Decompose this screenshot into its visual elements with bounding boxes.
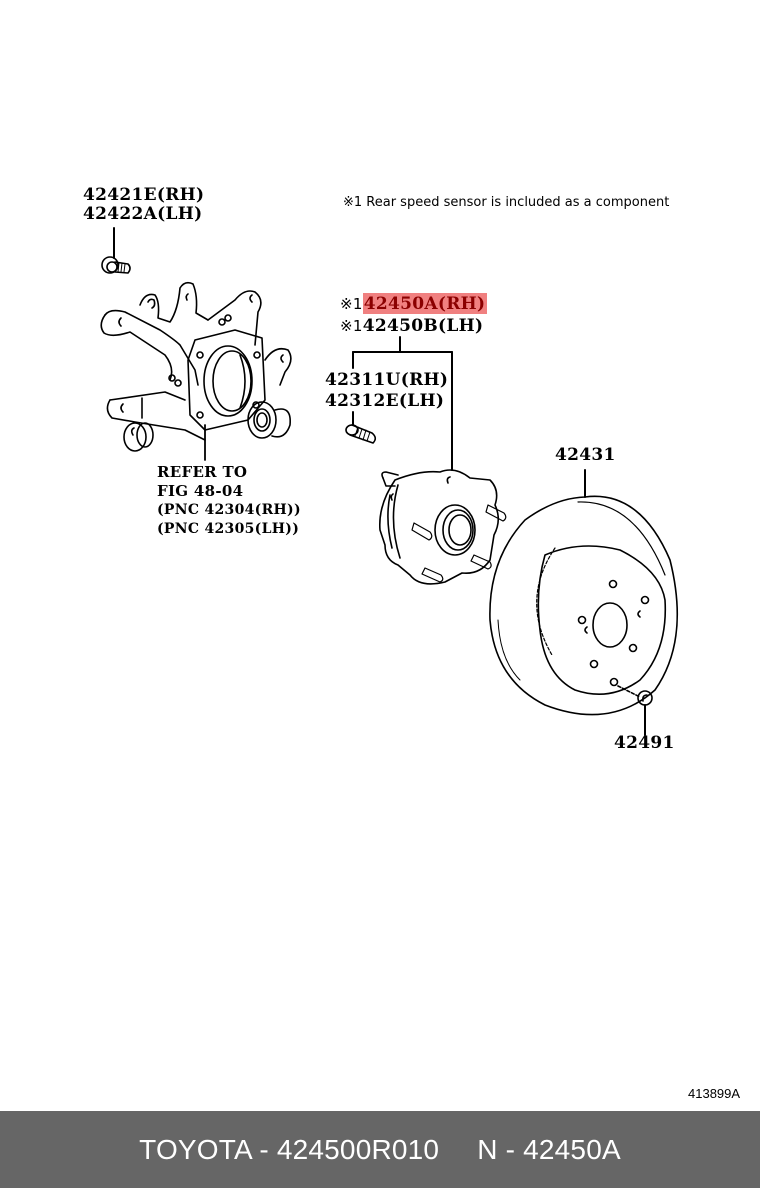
diagram-artwork [100,227,679,736]
part-label-42431[interactable]: 42431 [555,445,616,465]
part-label-42450B[interactable]: 42450B(LH) [362,316,484,336]
part-label-42422A[interactable]: 42422A(LH) [83,204,203,224]
refer-to-label: REFER TO [157,463,248,481]
brake-disc-icon [489,495,679,716]
part-info-footer: TOYOTA - 424500R010 N - 42450A [0,1111,760,1188]
part-label-42450B-row: ※142450B(LH) [340,317,483,336]
footnote-mark: ※1 [340,317,363,335]
parts-diagram: 42421E(RH) 42422A(LH) ※1 Rear speed sens… [83,185,741,1101]
hub-bearing-assembly-icon [378,469,507,585]
hub-leader-bracket [352,336,453,471]
part-label-42311U[interactable]: 42311U(RH) [325,370,449,390]
part-label-42450A-row: ※142450A(RH) [340,293,488,314]
part-label-42491[interactable]: 42491 [614,733,675,753]
part-label-42312E[interactable]: 42312E(LH) [325,391,445,411]
refer-pnc-lh[interactable]: (PNC 42305(LH)) [157,521,300,537]
illustration-number: 413899A [688,1086,741,1101]
hub-bolt-icon [345,424,377,444]
footnote-mark: ※1 [340,295,363,313]
part-label-42450A[interactable]: 42450A(RH) [362,293,488,314]
refer-fig-link[interactable]: FIG 48-04 [157,482,244,500]
pnc-number: N - 42450A [477,1133,621,1165]
brand-part-number: TOYOTA - 424500R010 [139,1133,440,1165]
footnote-speed-sensor: ※1 Rear speed sensor is included as a co… [343,195,670,210]
refer-pnc-rh[interactable]: (PNC 42304(RH)) [157,502,301,518]
knuckle-bolt-icon [101,256,131,274]
steering-knuckle-icon [100,281,292,452]
part-label-42421E[interactable]: 42421E(RH) [83,185,205,205]
